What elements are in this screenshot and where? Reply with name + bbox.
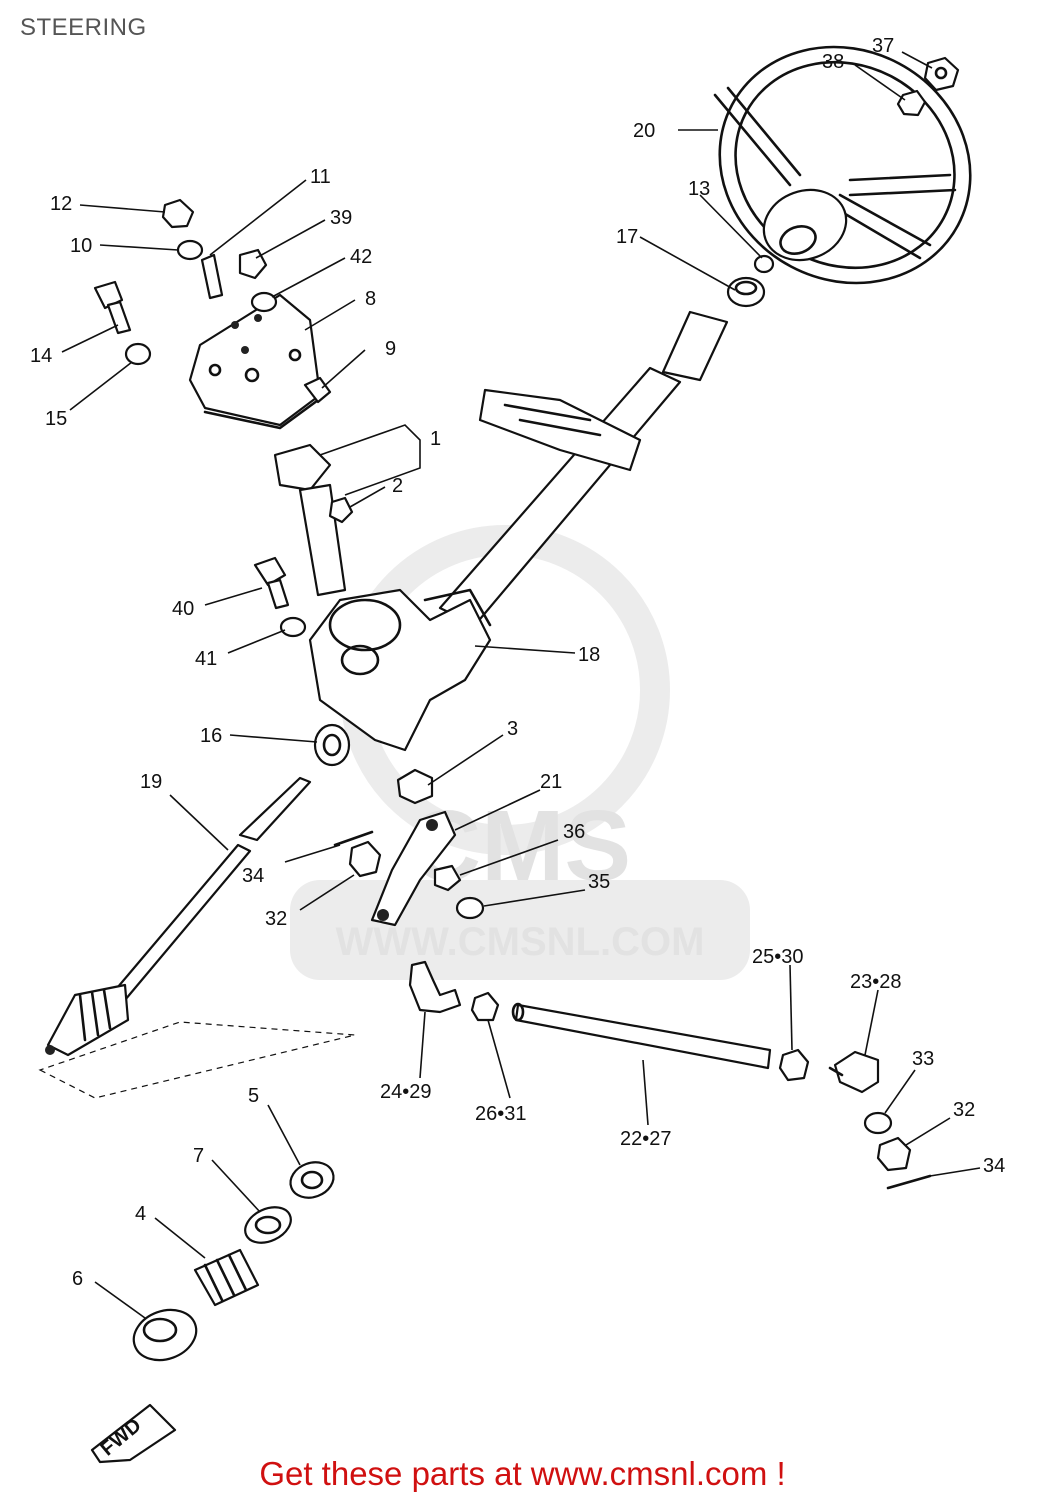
fwd-tag: FWD — [90, 1403, 177, 1464]
page-title: STEERING — [20, 14, 147, 41]
leader-lines — [61, 51, 981, 1319]
callout-42: 42 — [350, 246, 372, 268]
callout-6: 6 — [72, 1268, 83, 1290]
callout-32b: 32 — [953, 1099, 975, 1121]
callout-3: 3 — [507, 718, 518, 740]
bearings-drawing — [132, 1161, 335, 1362]
pitman-arm-drawing — [333, 810, 485, 927]
callout-36: 36 — [563, 821, 585, 843]
callout-12: 12 — [50, 193, 72, 215]
callout-15: 15 — [45, 408, 67, 430]
footer-link[interactable]: Get these parts at www.cmsnl.com ! — [259, 1455, 786, 1492]
callout-39: 39 — [330, 207, 352, 229]
callout-33: 33 — [912, 1048, 934, 1070]
callout-25-30: 25•30 — [752, 946, 804, 968]
callout-1: 1 — [430, 428, 441, 450]
callout-34: 34 — [242, 865, 264, 887]
callout-16: 16 — [200, 725, 222, 747]
callout-14: 14 — [30, 345, 52, 367]
callout-17: 17 — [616, 226, 638, 248]
callout-7: 7 — [193, 1145, 204, 1167]
callout-41: 41 — [195, 648, 217, 670]
callout-23-28: 23•28 — [850, 971, 902, 993]
callout-24-29: 24•29 — [380, 1081, 432, 1103]
callout-19: 19 — [140, 771, 162, 793]
callout-18: 18 — [578, 644, 600, 666]
callout-8: 8 — [365, 288, 376, 310]
gear-cover-drawing — [93, 198, 332, 430]
callout-37: 37 — [872, 35, 894, 57]
callout-11: 11 — [310, 166, 331, 188]
callout-4: 4 — [135, 1203, 146, 1225]
part-callouts: 37 38 20 13 17 12 11 10 39 42 8 14 9 15 … — [30, 35, 1005, 1290]
callout-35: 35 — [588, 871, 610, 893]
callout-9: 9 — [385, 338, 396, 360]
callout-21: 21 — [540, 771, 562, 793]
callout-40: 40 — [172, 598, 194, 620]
steering-column-drawing — [273, 310, 729, 627]
gear-box-drawing — [253, 556, 492, 805]
watermark-site: WWW.CMSNL.COM — [336, 920, 705, 964]
callout-32: 32 — [265, 908, 287, 930]
steering-wheel-drawing — [713, 45, 972, 308]
callout-38: 38 — [822, 51, 844, 73]
callout-5: 5 — [248, 1085, 259, 1107]
callout-34b: 34 — [983, 1155, 1005, 1177]
callout-13: 13 — [688, 178, 710, 200]
callout-2: 2 — [392, 475, 403, 497]
callout-22-27: 22•27 — [620, 1128, 672, 1150]
callout-20: 20 — [633, 120, 655, 142]
worm-shaft-drawing — [38, 776, 356, 1099]
tie-rod-drawing — [408, 960, 932, 1190]
callout-26-31: 26•31 — [475, 1103, 527, 1125]
callout-10: 10 — [70, 235, 92, 257]
